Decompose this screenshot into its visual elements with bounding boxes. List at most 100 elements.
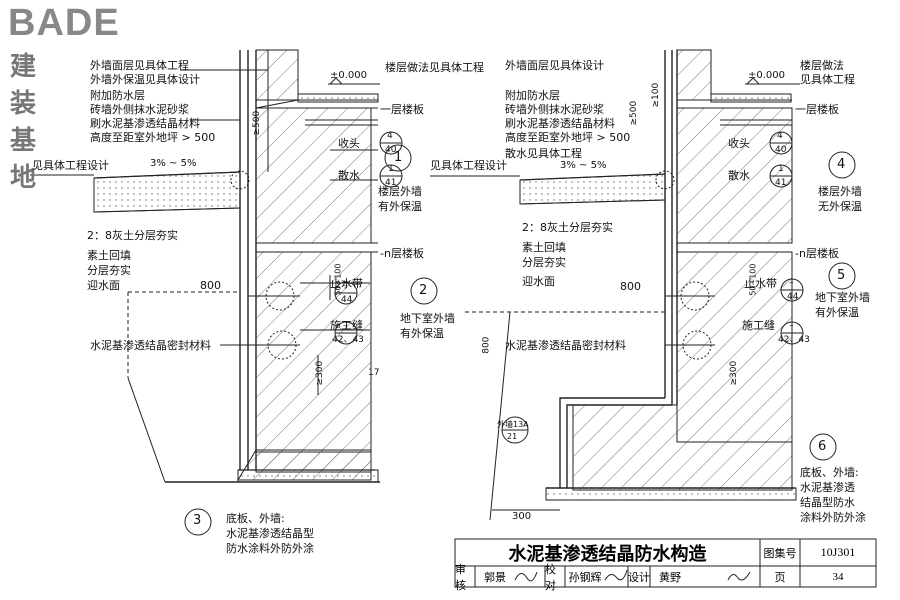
detail-2-desc-2: 有外保温 <box>400 327 444 340</box>
right-note-3: 砖墙外侧抹水泥砂浆 <box>505 103 604 116</box>
right-ground-note: 见具体工程设计 <box>430 159 507 172</box>
page-label: 页 <box>774 570 786 584</box>
detail-1-desc-1: 楼层外墙 <box>378 185 422 198</box>
design-name: 黄野 <box>659 570 681 584</box>
right-seal-note: 水泥基渗透结晶密封材料 <box>505 339 626 352</box>
right-elev: ±0.000 <box>748 70 786 81</box>
detail-4-desc-1: 楼层外墙 <box>818 185 862 198</box>
left-shoutou: 收头 <box>338 137 360 150</box>
right-backfill-2: 素土回填 <box>522 241 566 254</box>
left-num-17: 17 <box>368 368 380 378</box>
left-sanshui: 散水 <box>338 169 360 182</box>
left-ref-b-top: 1 <box>388 164 394 174</box>
right-note-1: 外墙面层见具体设计 <box>505 59 604 72</box>
left-backfill-1: 2：8灰土分层夯实 <box>87 229 178 242</box>
logo-subtitle: 建 装 基 地 <box>10 52 45 193</box>
left-backfill-4: 迎水面 <box>87 279 120 292</box>
right-ref-a-bot: 40 <box>775 145 787 155</box>
right-ref-d-bot: 42、43 <box>778 335 810 345</box>
left-ref-d-bot: 42、43 <box>332 335 364 345</box>
right-note-5: 高度至距室外地坪 > 500 <box>505 131 631 144</box>
right-ref-c-top: – <box>789 278 794 288</box>
left-ref-a-top: 4 <box>387 131 393 141</box>
left-note-6: 高度至距室外地坪 > 500 <box>90 131 216 144</box>
right-sanshui: 散水 <box>728 169 750 182</box>
title-block <box>454 538 877 588</box>
detail-6-number: 6 <box>818 439 827 454</box>
detail-3-desc-2: 水泥基渗透结晶型 <box>226 527 314 540</box>
left-shigong: 施工缝 <box>330 319 363 332</box>
right-slab: 一层楼板 <box>795 103 839 116</box>
detail-5-number: 5 <box>837 268 846 283</box>
right-floor-note-2: 见具体工程 <box>800 73 855 86</box>
left-note-4: 砖墙外侧抹水泥砂浆 <box>90 103 189 116</box>
atlas-number: 10J301 <box>820 545 856 559</box>
detail-6-desc-2: 水泥基渗透 <box>800 481 855 494</box>
left-dim-800: 800 <box>200 279 221 292</box>
right-ref-d-top: – <box>789 321 794 331</box>
detail-1-number: 1 <box>394 150 403 165</box>
right-floor-note-1: 楼层做法 <box>800 59 844 72</box>
left-note-2: 外墙外保温见具体设计 <box>90 73 200 86</box>
detail-3-desc-1: 底板、外墙: <box>226 512 285 525</box>
review-name: 郭景 <box>484 570 506 584</box>
right-dim-300-bottom: 300 <box>512 511 532 522</box>
right-zhishui: 止水带 <box>744 277 777 290</box>
detail-6-desc-4: 涂料外防外涂 <box>800 511 866 524</box>
left-note-1: 外墙面层见具体工程 <box>90 59 189 72</box>
detail-6-desc-3: 结晶型防水 <box>800 496 855 509</box>
left-ref-c-bot: 44 <box>341 295 353 305</box>
right-ref-b-top: 1 <box>778 164 784 174</box>
left-floor-note: 楼层做法见具体工程 <box>385 61 484 74</box>
left-ref-a-bot: 40 <box>385 145 397 155</box>
left-ground-note: 见具体工程设计 <box>32 159 109 172</box>
detail-6-desc-1: 底板、外墙: <box>800 466 859 479</box>
left-seal-note: 水泥基渗透结晶密封材料 <box>90 339 211 352</box>
right-nslab: -n层楼板 <box>795 247 839 260</box>
right-outer-ref-top: 外墙13A <box>497 420 529 429</box>
left-slope: 3% ~ 5% <box>150 158 197 169</box>
detail-1-desc-2: 有外保温 <box>378 200 422 213</box>
right-shigong: 施工缝 <box>742 319 775 332</box>
logo-brand: BADE <box>8 2 120 44</box>
right-outer-ref-bot: 21 <box>507 432 518 441</box>
detail-2-desc-1: 地下室外墙 <box>400 312 455 325</box>
check-name: 孙钢辉 <box>568 570 602 584</box>
left-nslab: -n层楼板 <box>380 247 424 260</box>
left-ref-d-top: – <box>343 321 348 331</box>
right-backfill-3: 分层夯实 <box>522 256 566 269</box>
left-backfill-3: 分层夯实 <box>87 264 131 277</box>
right-note-6: 散水见具体工程 <box>505 147 582 160</box>
detail-3-number: 3 <box>193 513 202 528</box>
left-ref-b-bot: 41 <box>385 178 397 188</box>
right-backfill-1: 2：8灰土分层夯实 <box>522 221 613 234</box>
detail-2-number: 2 <box>419 283 428 298</box>
left-note-3: 附加防水层 <box>90 89 145 102</box>
right-ref-c-bot: 44 <box>787 292 799 302</box>
left-elev: ±0.000 <box>330 70 368 81</box>
right-note-4: 刷水泥基渗透结晶材料 <box>505 117 615 130</box>
detail-5-desc-2: 有外保温 <box>815 306 859 319</box>
left-slab: 一层楼板 <box>380 103 424 116</box>
right-shoutou: 收头 <box>728 137 750 150</box>
detail-3-desc-3: 防水涂料外防外涂 <box>226 542 314 555</box>
drawing-title: 水泥基渗透结晶防水构造 <box>508 543 707 565</box>
left-backfill-2: 素土回填 <box>87 249 131 262</box>
left-note-5: 刷水泥基渗透结晶材料 <box>90 117 200 130</box>
detail-5-desc-1: 地下室外墙 <box>815 291 870 304</box>
detail-4-desc-2: 无外保温 <box>818 200 862 213</box>
detail-4-number: 4 <box>837 157 846 172</box>
right-backfill-4: 迎水面 <box>522 275 555 288</box>
right-dim-800: 800 <box>620 280 641 293</box>
right-slope: 3% ~ 5% <box>560 160 607 171</box>
page-number: 34 <box>832 570 844 583</box>
atlas-label: 图集号 <box>763 546 797 560</box>
right-ref-b-bot: 41 <box>775 178 787 188</box>
right-note-2: 附加防水层 <box>505 89 560 102</box>
check-label: 校对 <box>545 562 556 592</box>
review-label: 审核 <box>455 562 466 592</box>
right-ref-a-top: 4 <box>777 131 783 141</box>
design-label: 设计 <box>628 570 650 584</box>
